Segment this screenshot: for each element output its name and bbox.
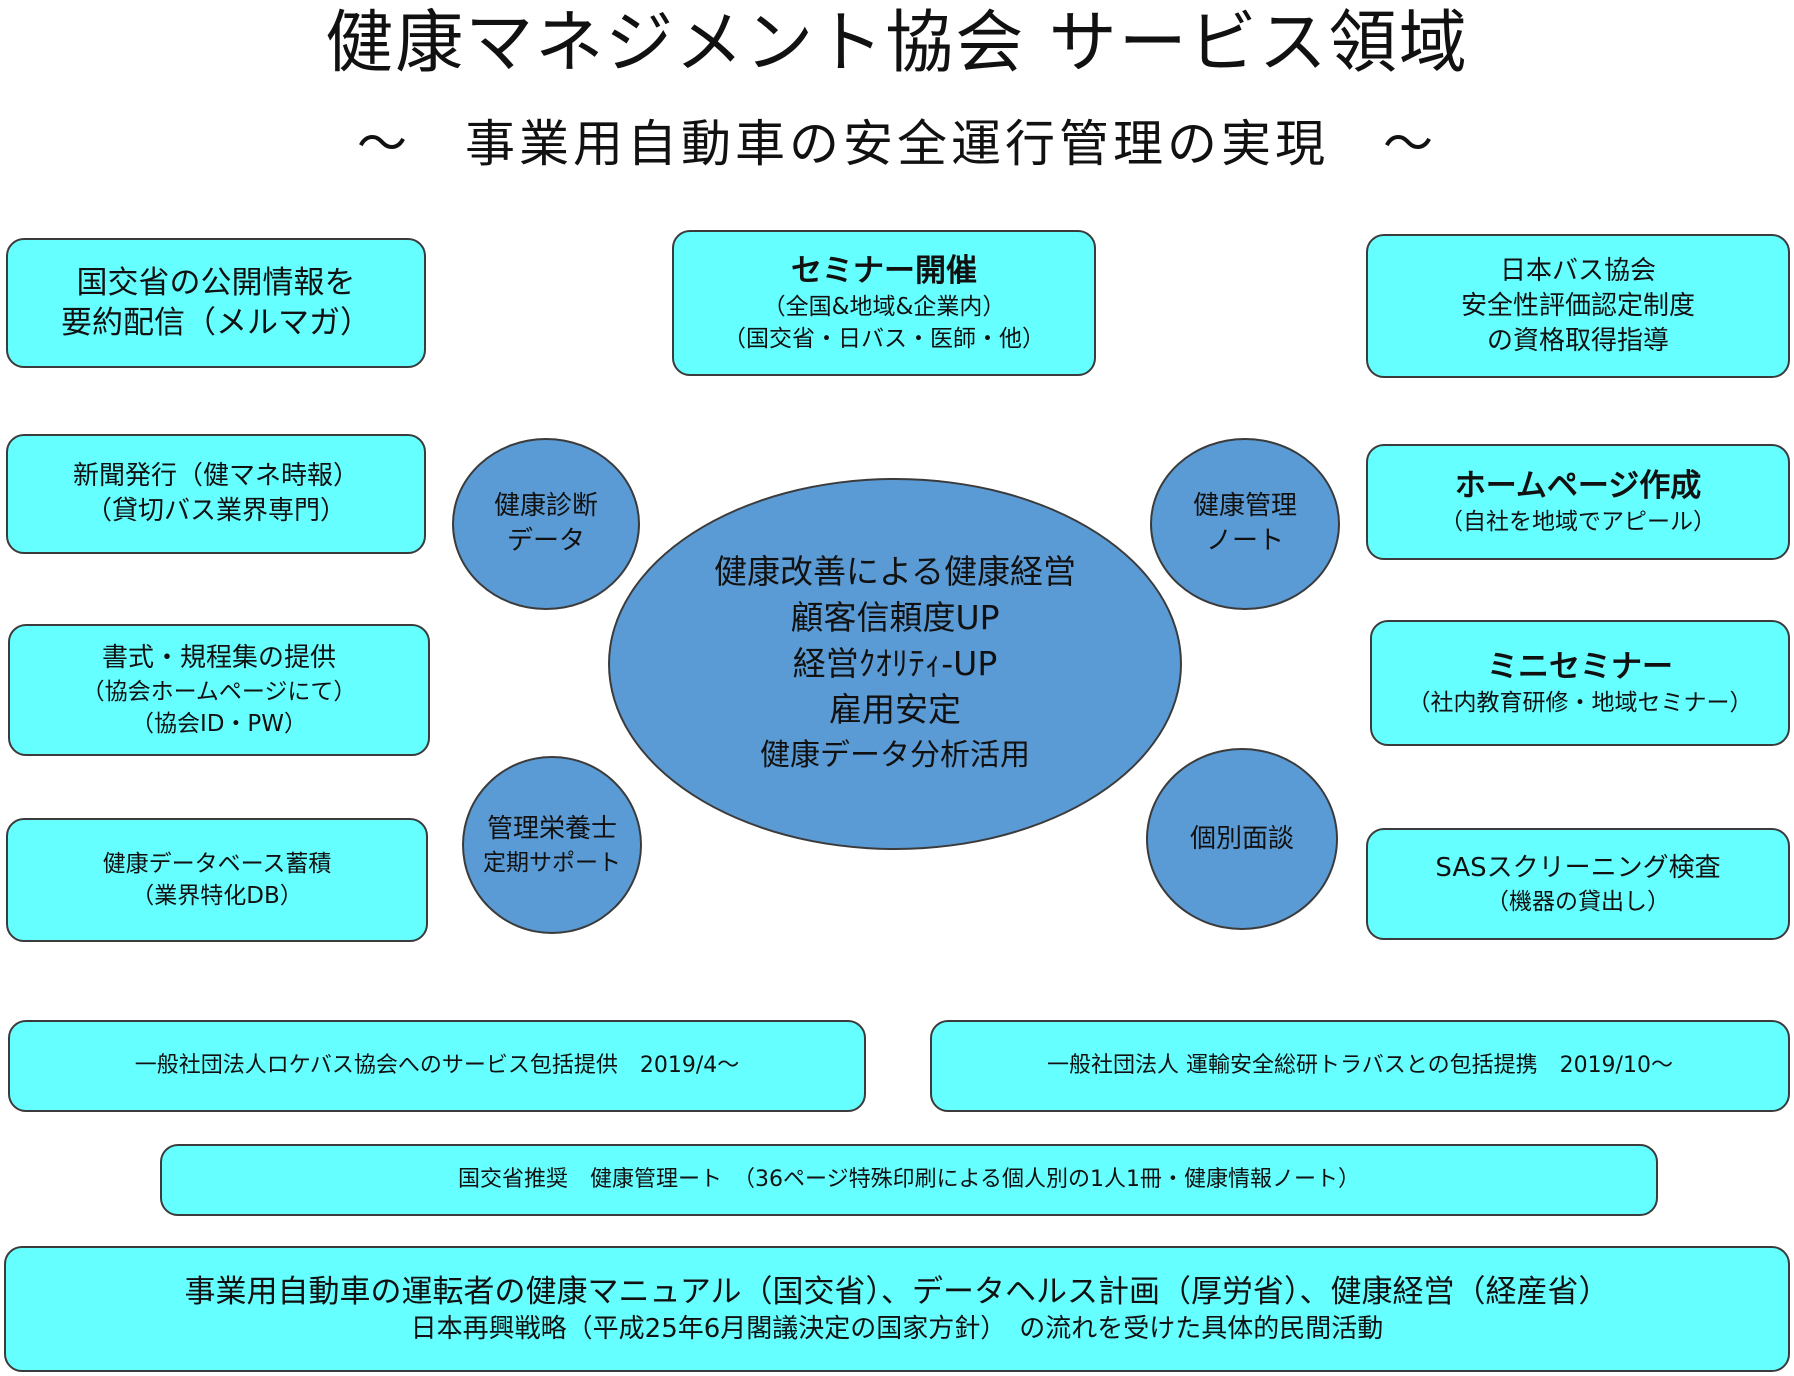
box-line: SASスクリーニング検査 [1435, 852, 1721, 883]
box-line: （業界特化DB） [131, 883, 303, 909]
center-line: 顧客信頼度UP [790, 598, 1000, 637]
circle-line: 定期サポート [483, 849, 621, 876]
box-health-note-recommendation: 国交省推奨 健康管理ート （36ページ特殊印刷による個人別の1人1冊・健康情報ノ… [160, 1144, 1658, 1216]
circle-line: 健康管理 [1192, 491, 1297, 521]
box-health-database: 健康データベース蓄積 （業界特化DB） [6, 818, 428, 942]
box-mail-magazine: 国交省の公開情報を 要約配信（メルマガ） [6, 238, 426, 368]
box-seminar: セミナー開催 （全国&地域&企業内） （国交省・日バス・医師・他） [672, 230, 1096, 376]
circle-health-notebook: 健康管理 ノート [1150, 438, 1340, 610]
box-line: （全国&地域&企業内） [762, 294, 1006, 320]
box-line: 新聞発行（健マネ時報） [72, 461, 359, 491]
box-line: セミナー開催 [791, 253, 977, 289]
center-ellipse-health-management: 健康改善による健康経営 顧客信頼度UP 経営ｸｵﾘﾃｨ-UP 雇用安定 健康デー… [608, 478, 1182, 850]
box-line: 安全性評価認定制度 [1460, 290, 1695, 321]
box-homepage: ホームページ作成 （自社を地域でアピール） [1366, 444, 1790, 560]
circle-line: 管理栄養士 [486, 813, 617, 844]
box-line: ホームページ作成 [1454, 468, 1702, 504]
box-line: 国交省の公開情報を [76, 265, 356, 301]
box-line: 書式・規程集の提供 [101, 642, 336, 673]
box-mini-seminar: ミニセミナー （社内教育研修・地域セミナー） [1370, 620, 1790, 746]
box-line: （機器の貸出し） [1486, 888, 1670, 915]
box-line: 健康データベース蓄積 [102, 851, 332, 877]
box-newspaper: 新聞発行（健マネ時報） （貸切バス業界専門） [6, 434, 426, 554]
box-line: （自社を地域でアピール） [1440, 509, 1716, 535]
center-line: 経営ｸｵﾘﾃｨ-UP [792, 644, 998, 683]
center-line: 健康改善による健康経営 [713, 552, 1076, 591]
box-line: 日本再興戦略（平成25年6月閣議決定の国家方針） の流れを受けた具体的民間活動 [410, 1313, 1384, 1344]
box-forms-regulations: 書式・規程集の提供 （協会ホームページにて） （協会ID・PW） [8, 624, 430, 756]
circle-individual-interview: 個別面談 [1146, 748, 1338, 930]
box-government-policy: 事業用自動車の運転者の健康マニュアル（国交省）、データヘルス計画（厚労省）、健康… [4, 1246, 1790, 1372]
box-line: の資格取得指導 [1486, 325, 1669, 356]
box-line: 要約配信（メルマガ） [61, 305, 371, 341]
box-bus-association: 日本バス協会 安全性評価認定制度 の資格取得指導 [1366, 234, 1790, 378]
center-line: 雇用安定 [829, 690, 961, 729]
circle-health-checkup-data: 健康診断 データ [452, 438, 640, 610]
box-line: （協会ホームページにて） [81, 678, 357, 705]
page-title: 健康マネジメント協会 サービス領域 [325, 4, 1469, 83]
box-partnership-trabus: 一般社団法人 運輸安全総研トラバスとの包括提携 2019/10～ [930, 1020, 1790, 1112]
box-line: 事業用自動車の運転者の健康マニュアル（国交省）、データヘルス計画（厚労省）、健康… [184, 1273, 1610, 1310]
box-line: （国交省・日バス・医師・他） [723, 326, 1045, 352]
box-line: （貸切バス業界専門） [85, 496, 346, 526]
box-line: 日本バス協会 [1499, 255, 1656, 286]
box-partnership-locebus: 一般社団法人ロケバス協会へのサービス包括提供 2019/4～ [8, 1020, 866, 1112]
box-sas-screening: SASスクリーニング検査 （機器の貸出し） [1366, 828, 1790, 940]
center-line: 健康データ分析活用 [760, 738, 1030, 773]
box-line: （協会ID・PW） [130, 710, 308, 737]
box-line: 一般社団法人ロケバス協会へのサービス包括提供 2019/4～ [134, 1053, 740, 1078]
box-line: （社内教育研修・地域セミナー） [1407, 690, 1753, 716]
circle-line: 健康診断 [493, 491, 598, 521]
page-subtitle: ～ 事業用自動車の安全運行管理の実現 ～ [357, 115, 1437, 173]
box-line: 一般社団法人 運輸安全総研トラバスとの包括提携 2019/10～ [1047, 1053, 1673, 1078]
circle-line: データ [506, 526, 585, 556]
circle-dietitian-support: 管理栄養士 定期サポート [462, 756, 642, 934]
box-line: 国交省推奨 健康管理ート （36ページ特殊印刷による個人別の1人1冊・健康情報ノ… [458, 1167, 1360, 1192]
circle-line: 個別面談 [1189, 823, 1294, 854]
circle-line: ノート [1205, 526, 1284, 556]
box-line: ミニセミナー [1487, 649, 1673, 685]
